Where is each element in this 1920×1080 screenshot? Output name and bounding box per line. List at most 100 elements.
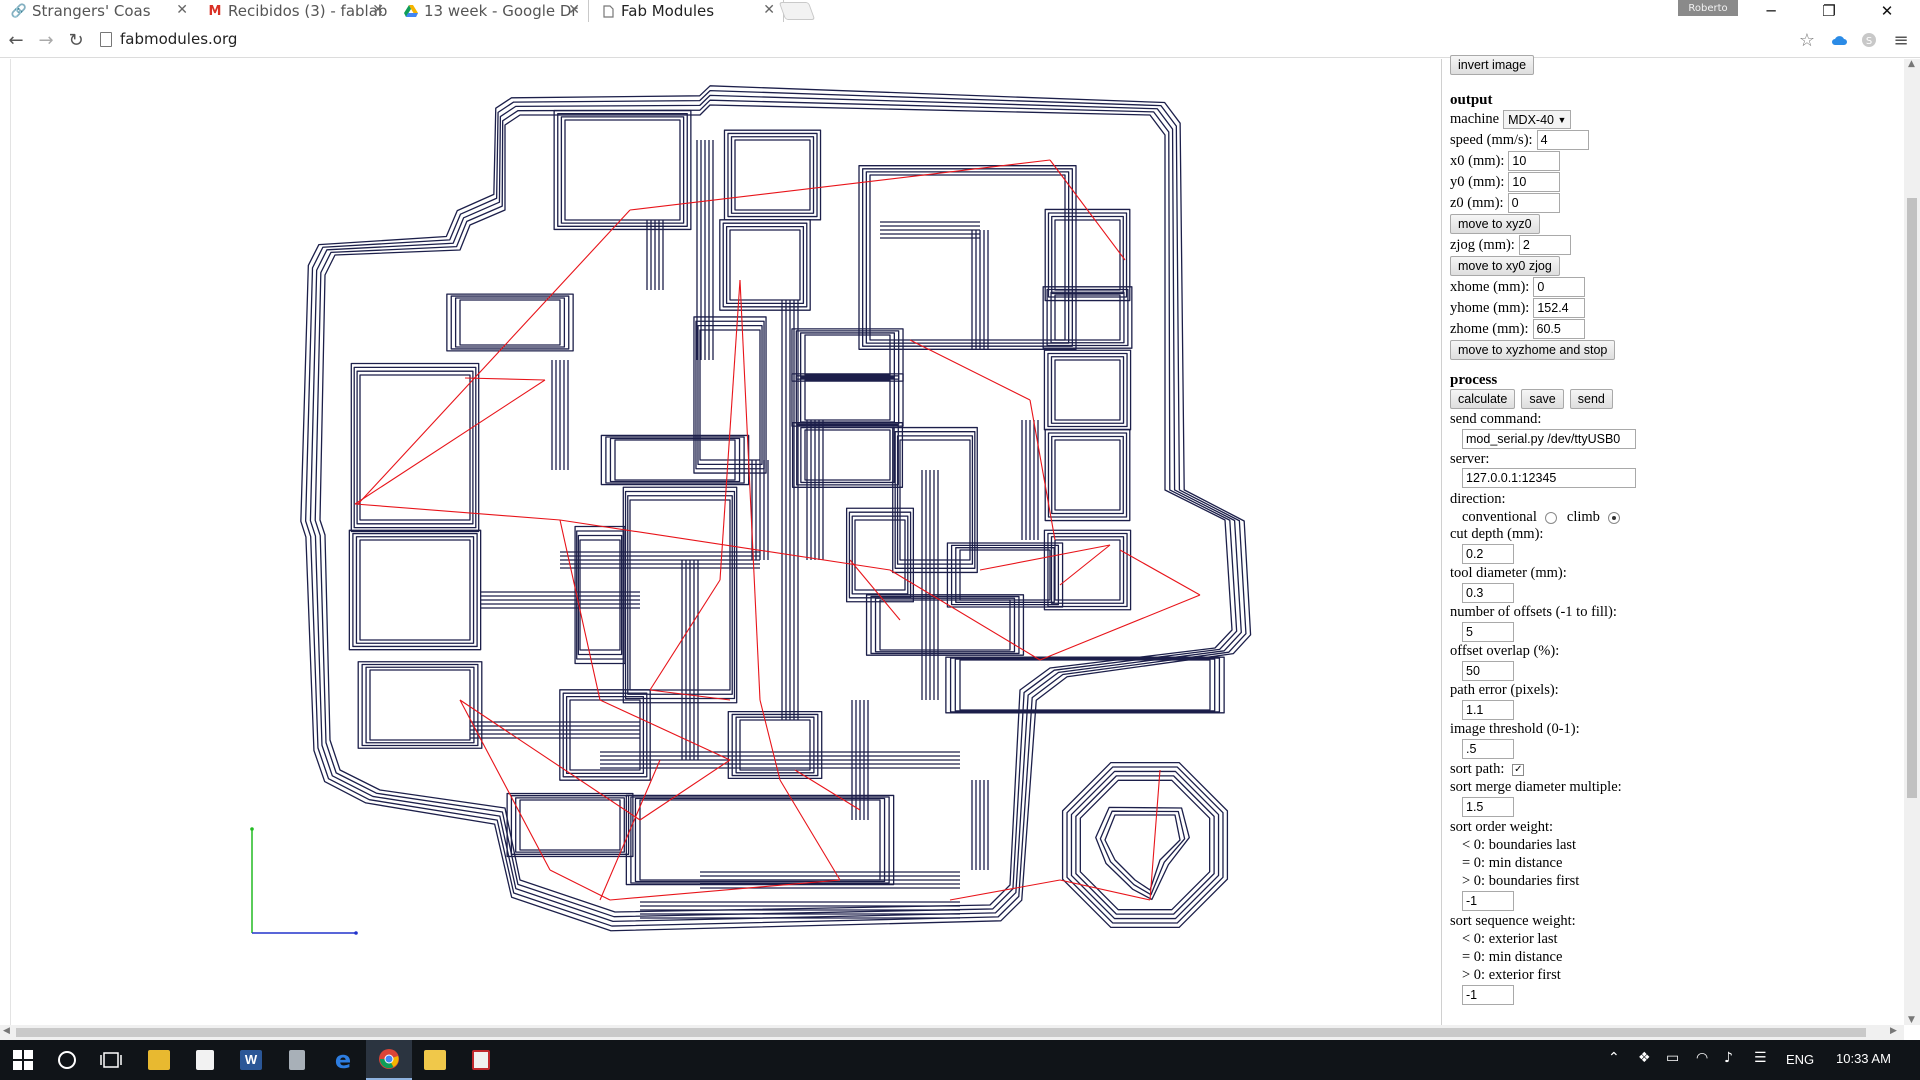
- toolpath-pad: [735, 716, 815, 774]
- reload-button[interactable]: ↻: [68, 29, 84, 51]
- sort-order-input[interactable]: -1: [1462, 891, 1514, 911]
- address-bar[interactable]: fabmodules.org: [120, 30, 238, 48]
- scroll-left-icon[interactable]: ◀: [3, 1026, 10, 1036]
- file-explorer-app[interactable]: [136, 1040, 182, 1080]
- start-button[interactable]: [0, 1040, 46, 1080]
- toolpath-pad: [874, 597, 1016, 653]
- tab-google-drive[interactable]: 13 week - Google Dr ✕: [392, 0, 588, 22]
- send-button[interactable]: send: [1569, 389, 1613, 409]
- sort-path-checkbox[interactable]: ✓: [1512, 763, 1525, 776]
- word-app[interactable]: W: [228, 1040, 274, 1080]
- rapid-move-line: [599, 759, 661, 901]
- search-cortana-button[interactable]: [44, 1040, 90, 1080]
- link-icon: 🔗: [10, 3, 28, 19]
- rapid-move-line: [1119, 549, 1201, 596]
- climb-radio[interactable]: [1607, 511, 1620, 524]
- vertical-scrollbar[interactable]: ▲ ▼: [1904, 59, 1920, 1025]
- sort-order-option: < 0: boundaries last: [1462, 837, 1577, 853]
- close-tab-icon[interactable]: ✕: [763, 2, 775, 18]
- sort-sequence-input[interactable]: -1: [1462, 985, 1514, 1005]
- horizontal-scroll-thumb[interactable]: [16, 1028, 1866, 1037]
- skype-extension-icon[interactable]: S: [1858, 29, 1880, 51]
- z0-input[interactable]: 0: [1507, 193, 1560, 213]
- show-hidden-icons-icon[interactable]: ⌃: [1608, 1050, 1620, 1066]
- scroll-up-icon[interactable]: ▲: [1908, 59, 1915, 69]
- tab-strangers-coast[interactable]: 🔗 Strangers' Coas ✕: [0, 0, 196, 22]
- toolpath-pad: [800, 332, 895, 378]
- offsets-input[interactable]: 5: [1462, 622, 1514, 642]
- forward-button[interactable]: →: [38, 29, 54, 51]
- sort-order-option: = 0: min distance: [1462, 855, 1563, 871]
- invert-image-button[interactable]: invert image: [1450, 55, 1535, 75]
- close-tab-icon[interactable]: ✕: [176, 2, 188, 18]
- y0-input[interactable]: 10: [1508, 172, 1561, 192]
- wifi-icon[interactable]: ◠: [1696, 1050, 1709, 1066]
- rapid-move-line: [649, 689, 731, 701]
- toolpath-pad: [870, 595, 1020, 655]
- move-to-xyzhome-button[interactable]: move to xyzhome and stop: [1450, 340, 1616, 360]
- tool-diameter-label: tool diameter (mm):: [1450, 565, 1567, 581]
- notepad-app[interactable]: [274, 1040, 320, 1080]
- path-error-input[interactable]: 1.1: [1462, 700, 1514, 720]
- star-icon[interactable]: ☆: [1798, 29, 1816, 51]
- language-indicator[interactable]: ENG: [1786, 1052, 1815, 1067]
- sort-merge-input[interactable]: 1.5: [1462, 797, 1514, 817]
- clock[interactable]: 10:33 AM: [1836, 1051, 1891, 1066]
- dropbox-icon[interactable]: ❖: [1638, 1050, 1651, 1066]
- xhome-input[interactable]: 0: [1533, 277, 1586, 297]
- close-tab-icon[interactable]: ✕: [568, 2, 580, 18]
- close-tab-icon[interactable]: ✕: [372, 2, 384, 18]
- acrobat-app[interactable]: [458, 1040, 504, 1080]
- chrome-app[interactable]: [366, 1040, 412, 1080]
- horizontal-scrollbar[interactable]: ◀ ▶: [0, 1025, 1904, 1040]
- zhome-input[interactable]: 60.5: [1532, 319, 1585, 339]
- restore-button[interactable]: ❐: [1822, 2, 1836, 20]
- send-command-input[interactable]: mod_serial.py /dev/ttyUSB0: [1462, 429, 1636, 449]
- close-window-button[interactable]: ✕: [1880, 2, 1894, 20]
- cut-depth-input[interactable]: 0.2: [1462, 544, 1514, 564]
- scroll-right-icon[interactable]: ▶: [1890, 1026, 1897, 1036]
- threshold-input[interactable]: .5: [1462, 739, 1514, 759]
- calculate-button[interactable]: calculate: [1450, 389, 1516, 409]
- conventional-radio[interactable]: [1544, 511, 1557, 524]
- tab-gmail[interactable]: M Recibidos (3) - fablab ✕: [196, 0, 392, 22]
- toolpath-canvas[interactable]: [12, 59, 1437, 1025]
- server-input[interactable]: 127.0.0.1:12345: [1462, 468, 1636, 488]
- toolpath-pad: [639, 799, 881, 881]
- overlap-input[interactable]: 50: [1462, 661, 1514, 681]
- move-to-xy0-zjog-button[interactable]: move to xy0 zjog: [1450, 256, 1560, 276]
- toolpath-pad: [1050, 536, 1125, 604]
- vertical-scroll-thumb[interactable]: [1907, 198, 1917, 798]
- folder-app[interactable]: [412, 1040, 458, 1080]
- store-app[interactable]: [182, 1040, 228, 1080]
- save-button[interactable]: save: [1521, 389, 1564, 409]
- direction-label: direction:: [1450, 491, 1506, 507]
- toolpath-pad: [459, 299, 561, 346]
- tool-diameter-input[interactable]: 0.3: [1462, 583, 1514, 603]
- minimize-button[interactable]: ─: [1766, 2, 1776, 20]
- task-view-button[interactable]: [88, 1040, 134, 1080]
- tab-fab-modules[interactable]: Fab Modules ✕: [588, 0, 784, 22]
- x0-input[interactable]: 10: [1508, 151, 1561, 171]
- toolpath-pad: [804, 429, 891, 481]
- scroll-down-icon[interactable]: ▼: [1908, 1015, 1915, 1025]
- menu-icon[interactable]: ≡: [1893, 29, 1909, 51]
- back-button[interactable]: ←: [8, 29, 24, 51]
- climb-label: climb: [1566, 509, 1600, 525]
- profile-badge[interactable]: Roberto: [1678, 0, 1738, 16]
- speed-input[interactable]: 4: [1536, 130, 1589, 150]
- volume-icon[interactable]: ♪: [1724, 1050, 1733, 1066]
- new-tab-button[interactable]: [778, 2, 816, 20]
- offsets-label: number of offsets (-1 to fill):: [1450, 604, 1617, 620]
- toolpath-pad: [1043, 529, 1132, 611]
- move-to-xyz0-button[interactable]: move to xyz0: [1450, 214, 1540, 234]
- zjog-input[interactable]: 2: [1518, 235, 1571, 255]
- yhome-input[interactable]: 152.4: [1533, 298, 1586, 318]
- edge-app[interactable]: e: [320, 1040, 366, 1080]
- toolpath-pad: [625, 794, 895, 886]
- action-center-icon[interactable]: ☰: [1754, 1050, 1767, 1066]
- battery-icon[interactable]: ▭: [1666, 1050, 1680, 1066]
- cloud-extension-icon[interactable]: [1828, 29, 1850, 51]
- toolpath-pad: [896, 435, 974, 565]
- machine-select[interactable]: MDX-40 ▼: [1503, 110, 1572, 129]
